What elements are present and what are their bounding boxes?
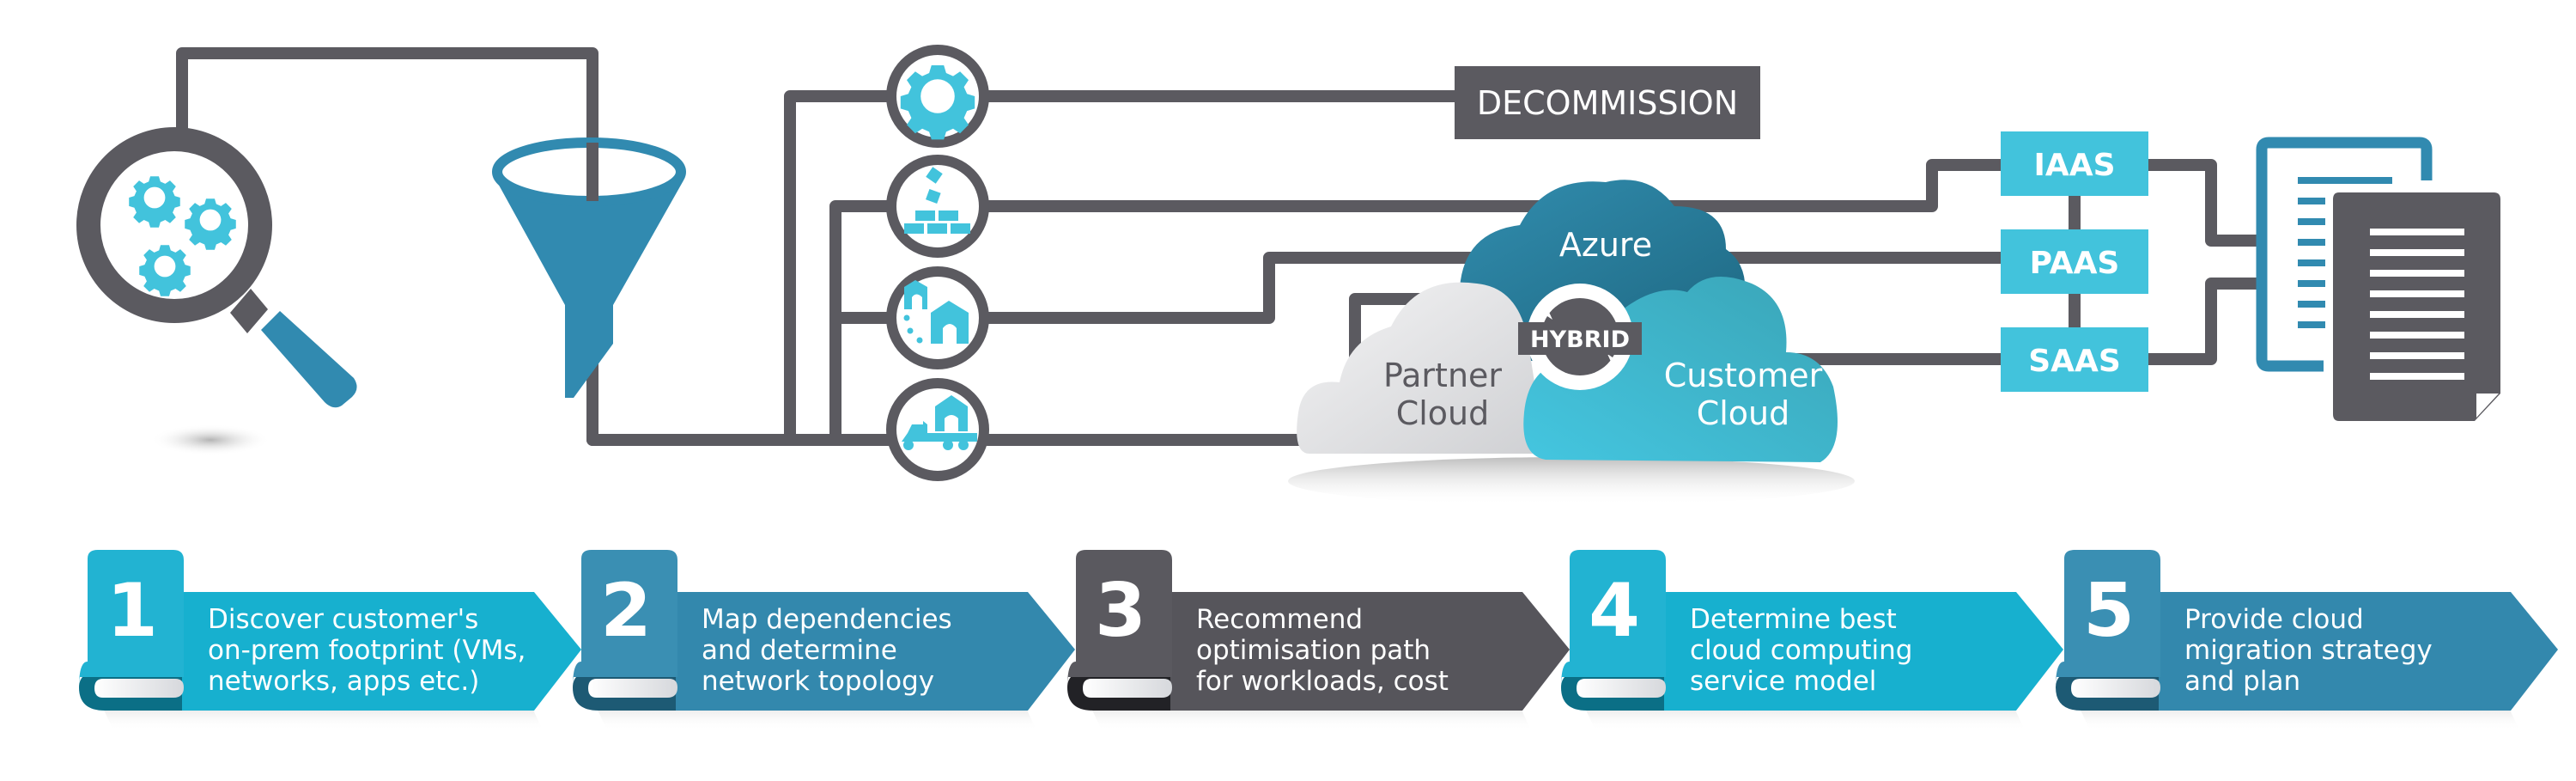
step-number: 5 xyxy=(2083,568,2135,654)
step-number: 2 xyxy=(600,568,652,654)
hybrid-cycle-icon xyxy=(1518,284,1642,390)
line-rebuild-out xyxy=(981,159,2007,212)
partner-cloud xyxy=(1297,282,1546,454)
truck-house-icon xyxy=(902,395,977,450)
decommission-box: DECOMMISSION xyxy=(1455,66,1760,139)
step-description-line: for workloads, cost xyxy=(1196,666,1449,697)
ribbon-fold xyxy=(2071,679,2160,698)
funnel-body xyxy=(496,180,683,398)
ribbon-tab xyxy=(573,550,677,687)
funnel-icon xyxy=(492,137,686,398)
partner-cloud-label-line1: Partner xyxy=(1383,357,1502,394)
ribbon-arrow xyxy=(113,592,581,711)
ribbon-tab xyxy=(2056,550,2160,687)
documents-icon xyxy=(2256,137,2500,421)
customer-cloud-label-line2: Cloud xyxy=(1697,394,1790,432)
step-description-line: network topology xyxy=(702,666,934,697)
magnifier-lens xyxy=(76,127,272,323)
hybrid-label: HYBRID xyxy=(1530,326,1630,353)
magnifier-with-gears-icon xyxy=(76,127,357,455)
magnifier-shadow xyxy=(150,424,270,455)
ribbon-fold xyxy=(1083,679,1172,698)
ribbon-arrow xyxy=(1102,592,1570,711)
step-description-line: Recommend xyxy=(1196,604,1363,635)
hybrid-clouds: Azure HYBRID Partner Cloud Customer Clou… xyxy=(1288,180,1855,505)
step-description-line: service model xyxy=(1690,666,1876,697)
ribbon-fold xyxy=(588,679,677,698)
step-description-line: Discover customer's xyxy=(208,604,478,635)
service-model-label: SAAS xyxy=(2028,344,2121,379)
ribbon-tab xyxy=(1067,550,1172,687)
line-branch-decommission xyxy=(784,90,899,446)
ribbon-arrow xyxy=(607,592,1075,711)
step-description-line: networks, apps etc.) xyxy=(208,666,479,697)
customer-cloud-label-line1: Customer xyxy=(1664,357,1823,394)
ribbon-fold xyxy=(94,679,184,698)
gear-icon xyxy=(185,198,236,250)
partner-cloud-label-line2: Cloud xyxy=(1396,394,1490,432)
ribbon-tab xyxy=(1561,550,1666,687)
process-steps: 1 Discover customer'son-prem footprint (V… xyxy=(79,550,2558,730)
path-circle-rebuild xyxy=(886,155,989,258)
service-model-paas: PAAS xyxy=(2001,229,2148,294)
decommission-label: DECOMMISSION xyxy=(1477,84,1738,122)
service-model-label: PAAS xyxy=(2030,246,2120,281)
path-circle-relocate xyxy=(886,266,989,369)
step-1: 1 Discover customer'son-prem footprint (V… xyxy=(79,550,581,730)
ribbon-arrow xyxy=(1595,592,2063,711)
path-circle-lift-shift xyxy=(886,378,989,481)
gear-icon xyxy=(900,65,975,140)
step-description-line: cloud computing xyxy=(1690,635,1912,666)
step-description-line: and plan xyxy=(2184,666,2300,697)
step-description-line: Map dependencies xyxy=(702,604,952,635)
step-description-line: Determine best xyxy=(1690,604,1897,635)
gear-icon xyxy=(129,176,180,228)
line-iaas-doc xyxy=(2142,159,2263,247)
ribbon-fold xyxy=(1577,679,1666,698)
magnifier-handle xyxy=(261,311,357,408)
service-model-saas: SAAS xyxy=(2001,327,2148,392)
step-number: 4 xyxy=(1589,568,1640,654)
magnifier-neck xyxy=(230,289,268,333)
ribbon-tab xyxy=(79,550,184,687)
line-magnifier-to-funnel xyxy=(176,47,796,446)
step-description-line: and determine xyxy=(702,635,897,666)
line-branch-rebuild xyxy=(829,200,899,446)
bricks-icon xyxy=(904,167,970,234)
step-description-line: optimisation path xyxy=(1196,635,1431,666)
step-number: 1 xyxy=(106,568,158,654)
line-saas-doc xyxy=(2142,278,2263,365)
step-description-line: on-prem footprint (VMs, xyxy=(208,635,526,666)
houses-move-icon xyxy=(903,280,969,344)
gear-icon xyxy=(139,245,191,296)
ribbon-arrow xyxy=(2090,592,2558,711)
service-model-iaas: IAAS xyxy=(2001,131,2148,196)
step-description-line: migration strategy xyxy=(2184,635,2433,666)
step-description-line: Provide cloud xyxy=(2184,604,2364,635)
service-model-label: IAAS xyxy=(2033,148,2115,183)
step-number: 3 xyxy=(1095,568,1146,654)
azure-label: Azure xyxy=(1559,226,1652,264)
path-circle-decommission xyxy=(886,45,989,148)
connector-lines xyxy=(176,47,2263,446)
